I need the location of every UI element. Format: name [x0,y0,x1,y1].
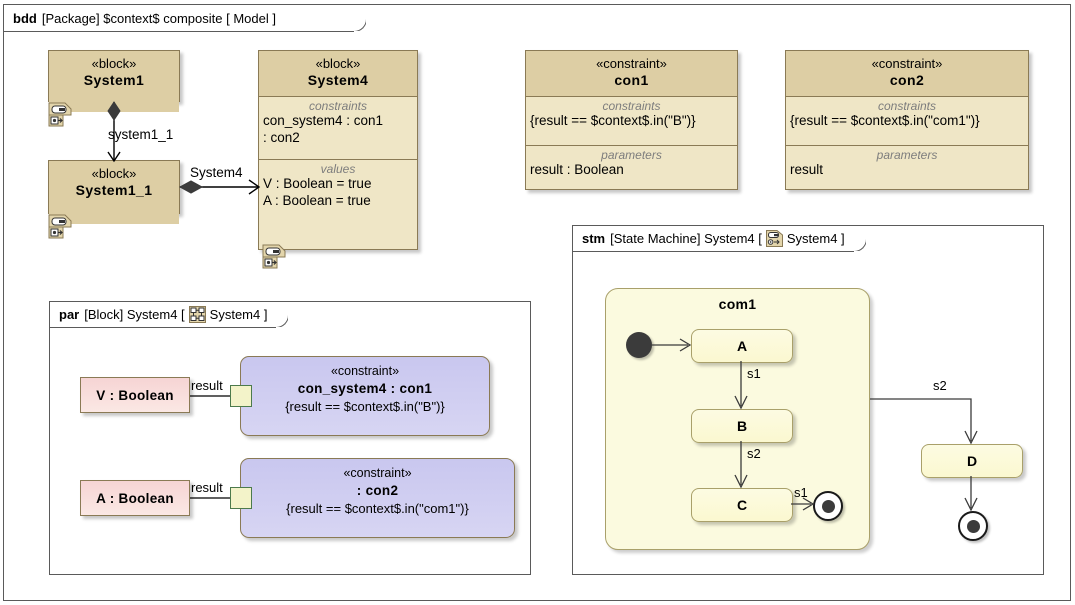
block-system4-constraints-section: constraints con_system4 : con1 : con2 [259,97,417,160]
edge-label-system4: System4 [190,165,243,180]
transition-label-c-final: s1 [794,485,808,500]
initial-pseudostate[interactable] [626,332,652,358]
constraint-line-2: : con2 [263,129,300,145]
constraint-line-1: con_system4 : con1 [263,112,384,128]
block-system1-1[interactable]: «block» System1_1 [48,160,180,224]
con1-constraint-expr: {result == $context$.in("B")} [530,112,696,128]
section-title-values: values [320,161,356,176]
section-title-constraints: constraints [877,98,937,113]
block-system1-1-stereotype: «block» [91,166,137,181]
block-system1-1-icon [48,214,74,240]
constraint-property-con2-name: : con2 [356,482,399,498]
edge-label-system1-1: system1_1 [108,127,174,142]
block-con1-name: con1 [614,72,649,89]
block-system4-icon [262,244,288,270]
constraint-property-con-system4-name: con_system4 : con1 [297,380,433,396]
transition-label-b-c: s2 [747,446,761,461]
bdd-frame-label: [Package] $context$ composite [ Model ] [41,10,276,26]
stm-diagram-frame: stm [State Machine] System4 [ System4 ] … [572,225,1044,575]
constraint-property-con-system4-expression: {result == $context$.in("B")} [285,399,445,415]
block-con2[interactable]: «constraint» con2 constraints {result ==… [785,50,1029,190]
constraint-property-con-system4[interactable]: «constraint» con_system4 : con1 {result … [240,356,490,436]
block-system4-name: System4 [307,72,369,89]
state-a[interactable]: A [691,329,793,363]
block-system1-icon [48,102,74,128]
state-a-label: A [736,338,748,354]
state-b-label: B [736,418,748,434]
value-line-2: A : Boolean = true [263,192,371,208]
state-d[interactable]: D [921,444,1023,478]
value-property-v-label: V : Boolean [96,387,174,403]
state-c-label: C [736,497,748,513]
bdd-diagram-frame: bdd [Package] $context$ composite [ Mode… [3,4,1071,601]
con2-constraint-expr: {result == $context$.in("com1")} [790,112,980,128]
par-frame-header: par [Block] System4 [ System4 ] [50,302,289,328]
block-system1[interactable]: «block» System1 [48,50,180,112]
con2-parameter-line: result [790,161,824,177]
final-state-inner[interactable] [813,491,843,521]
block-con1[interactable]: «constraint» con1 constraints {result ==… [525,50,738,190]
constraint-parameter-port-1[interactable] [230,385,252,407]
par-diagram-frame: par [Block] System4 [ System4 ] V : Bool… [49,301,531,575]
constraint-property-con2-stereotype: «constraint» [343,466,412,480]
par-tab-notch [274,302,289,327]
section-title-parameters: parameters [601,147,662,162]
transition-label-com1-d: s2 [933,378,947,393]
frame-tab-notch [352,5,366,31]
section-title-constraints: constraints [308,98,368,113]
bdd-frame-kind: bdd [13,10,37,26]
bdd-frame-header: bdd [Package] $context$ composite [ Mode… [4,5,366,32]
value-property-a-label: A : Boolean [96,490,174,506]
block-definition-icon [188,306,206,323]
constraint-property-con-system4-stereotype: «constraint» [330,364,400,378]
stm-tab-notch [851,226,866,251]
edge-association [178,179,261,195]
composite-state-com1-name: com1 [718,296,757,312]
par-frame-label-after: System4 ] [209,307,268,322]
block-system1-stereotype: «block» [91,56,137,71]
final-state-outer[interactable] [958,511,988,541]
state-machine-icon [765,230,783,247]
state-b[interactable]: B [691,409,793,443]
value-line-1: V : Boolean = true [263,175,372,191]
section-title-constraints: constraints [602,98,661,113]
section-title-parameters: parameters [876,147,938,162]
stm-frame-kind: stm [582,231,606,246]
block-con1-constraints-section: constraints {result == $context$.in("B")… [526,97,737,146]
par-frame-label-before: [Block] System4 [ [84,307,185,322]
port-label-result-1: result [191,378,223,393]
stm-frame-label-after: System4 ] [786,231,845,246]
con1-parameter-line: result : Boolean [530,161,624,177]
value-property-a[interactable]: A : Boolean [80,480,190,516]
transition-d-final [964,476,978,512]
block-con1-parameters-section: parameters result : Boolean [526,146,737,183]
par-frame-kind: par [59,307,80,322]
block-con2-parameters-section: parameters result [786,146,1028,183]
block-system4[interactable]: «block» System4 constraints con_system4 … [258,50,418,250]
state-c[interactable]: C [691,488,793,522]
block-system1-name: System1 [83,72,145,89]
constraint-property-con2[interactable]: «constraint» : con2 {result == $context$… [240,458,515,538]
block-system4-stereotype: «block» [315,56,361,71]
constraint-parameter-port-2[interactable] [230,487,252,509]
stm-frame-label-before: [State Machine] System4 [ [610,231,762,246]
block-con2-stereotype: «constraint» [871,56,943,71]
stm-frame-header: stm [State Machine] System4 [ System4 ] [573,226,866,252]
port-label-result-2: result [191,480,223,495]
value-property-v[interactable]: V : Boolean [80,377,190,413]
block-con2-constraints-section: constraints {result == $context$.in("com… [786,97,1028,146]
state-d-label: D [966,453,978,469]
block-con1-stereotype: «constraint» [596,56,667,71]
block-con2-name: con2 [889,72,925,89]
constraint-property-con2-expression: {result == $context$.in("com1")} [286,501,469,517]
block-system4-values-section: values V : Boolean = true A : Boolean = … [259,160,417,214]
transition-com1-d [870,398,978,445]
block-system1-1-name: System1_1 [75,182,153,199]
transition-label-a-b: s1 [747,366,761,381]
